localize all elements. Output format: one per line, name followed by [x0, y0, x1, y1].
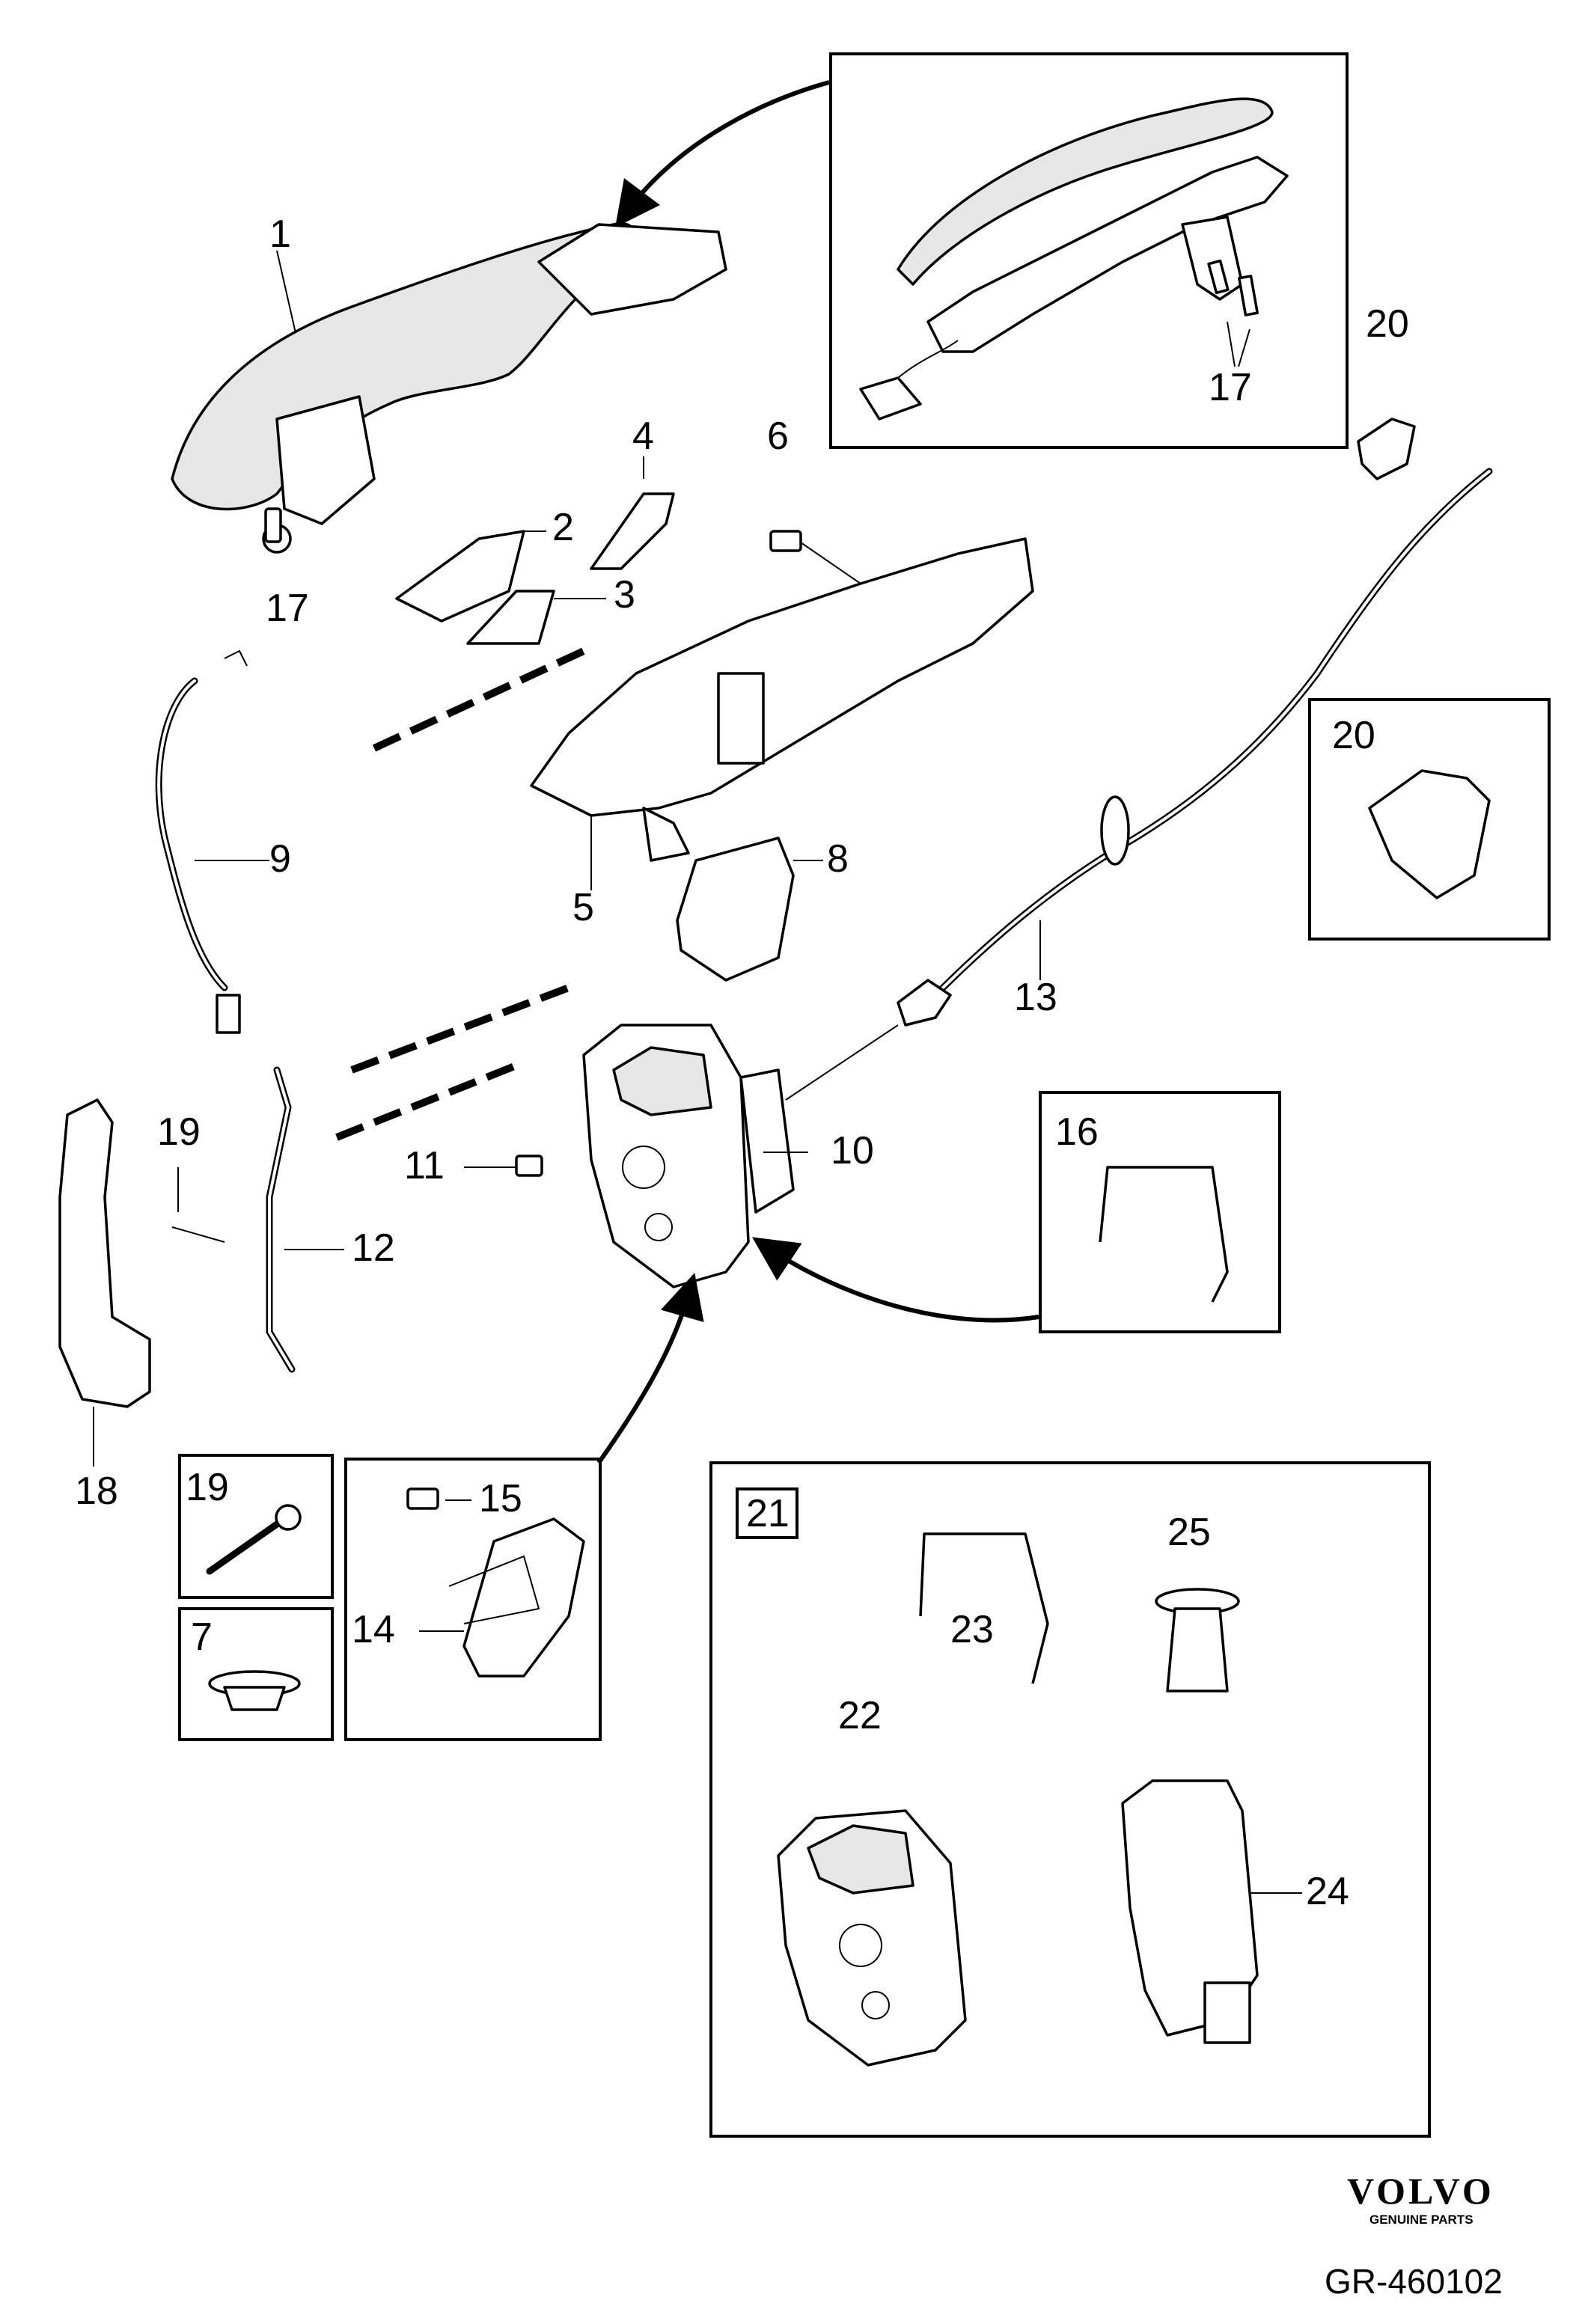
- part-12-rod: 12: [266, 1066, 395, 1373]
- handle-detail-box: 17: [829, 52, 1349, 449]
- part-8-cover: 8: [676, 837, 849, 982]
- part-6-screw: 6: [767, 415, 861, 584]
- part-20-clip: 20: [1357, 302, 1416, 480]
- diagram-code: GR-460102: [1325, 2262, 1503, 2301]
- label-6: 6: [767, 415, 789, 458]
- dash-line-9-10: [350, 984, 570, 1074]
- label-20-box: 20: [1332, 714, 1375, 757]
- label-11: 11: [404, 1144, 445, 1187]
- striker-detail-box-14: 15 14: [344, 1458, 602, 1741]
- label-2: 2: [552, 506, 574, 549]
- label-17-detail: 17: [1209, 366, 1252, 409]
- part-24-actuator: 24: [1121, 1779, 1349, 2044]
- leader-13-10: [785, 1024, 899, 1101]
- clip-detail-box: 20: [1308, 698, 1551, 941]
- label-12: 12: [352, 1226, 395, 1270]
- label-17: 17: [266, 587, 309, 630]
- part-9-cable: 9: [155, 649, 291, 1034]
- part-23-seal: [919, 1532, 1049, 1684]
- label-9: 9: [269, 837, 291, 881]
- label-5: 5: [572, 886, 594, 929]
- part-17-screw: 17: [264, 507, 309, 630]
- label-18: 18: [75, 1470, 118, 1513]
- part-10-door-lock: 10: [582, 1024, 874, 1288]
- kit-box-21: 21 23 25 22 24: [709, 1461, 1431, 2138]
- label-15: 15: [479, 1477, 522, 1520]
- detail-arrow-handle: [614, 80, 830, 227]
- label-14: 14: [352, 1608, 395, 1651]
- brand-tagline: GENUINE PARTS: [1369, 2213, 1474, 2227]
- plug-detail-box-7: 7: [178, 1607, 334, 1741]
- label-20: 20: [1366, 302, 1409, 346]
- volvo-logo: VOLVO GENUINE PARTS: [1347, 2170, 1494, 2227]
- label-25: 25: [1167, 1511, 1211, 1554]
- label-19-box: 19: [186, 1466, 229, 1509]
- label-23: 23: [950, 1608, 994, 1651]
- label-1: 1: [269, 212, 291, 256]
- label-8: 8: [827, 837, 849, 881]
- detail-arrow-16: [752, 1237, 1039, 1323]
- part-4-cover: 4: [590, 415, 675, 570]
- part-19-rivet: 19: [157, 1110, 225, 1243]
- label-16: 16: [1055, 1110, 1099, 1154]
- label-19: 19: [157, 1110, 201, 1154]
- dash-line-9-5: [372, 647, 586, 752]
- part-5-handle-carrier: 5: [530, 537, 1034, 929]
- label-10: 10: [831, 1129, 874, 1172]
- label-24: 24: [1306, 1870, 1349, 1913]
- label-4: 4: [632, 415, 654, 458]
- part-2-cover: 2: [395, 506, 574, 623]
- label-13: 13: [1014, 976, 1057, 1019]
- brand-name: VOLVO: [1347, 2170, 1494, 2212]
- part-3-gasket: 3: [466, 573, 635, 645]
- dash-line-12-10: [335, 1059, 525, 1141]
- part-25-grommet: 25: [1155, 1511, 1240, 1692]
- rivet-detail-box-19: 19: [178, 1454, 334, 1599]
- part-22-lock: 22: [777, 1694, 967, 2067]
- label-21: 21: [746, 1492, 790, 1535]
- part-11-screw: 11: [404, 1144, 543, 1187]
- part-13-cable: 13: [897, 468, 1493, 1027]
- seal-detail-box-16: 16: [1039, 1091, 1281, 1333]
- part-18-bracket: 18: [58, 1098, 151, 1513]
- label-22: 22: [838, 1694, 882, 1737]
- label-3: 3: [614, 573, 635, 617]
- detail-arrow-14: [596, 1273, 704, 1464]
- label-7: 7: [191, 1615, 213, 1659]
